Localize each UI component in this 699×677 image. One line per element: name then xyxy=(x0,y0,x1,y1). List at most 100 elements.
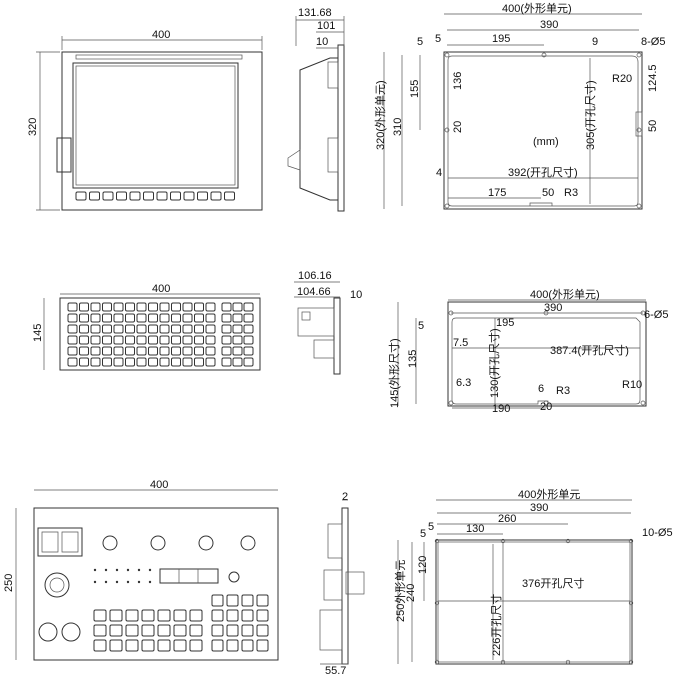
keyboard-key xyxy=(113,302,124,312)
keyboard-key xyxy=(194,346,204,356)
keyboard-key xyxy=(113,313,124,323)
lcd-cut-h155: 155 xyxy=(409,80,421,98)
lcd-cut-h124: 124.5 xyxy=(647,64,659,92)
keyboard-key xyxy=(243,357,254,367)
keyboard-key xyxy=(136,324,147,334)
operator-key xyxy=(256,594,269,607)
op-cut-d130: 130 xyxy=(466,523,484,535)
keyboard-key xyxy=(221,324,232,334)
lcd-cut-right-dim: 9 xyxy=(592,36,598,48)
indicator-dot xyxy=(137,568,141,572)
keyboard-key xyxy=(194,335,204,345)
op-cut-l5a: 5 xyxy=(420,528,426,540)
lcd-cut-left-a: 5 xyxy=(417,36,423,48)
keyboard-key xyxy=(159,357,170,367)
operator-key xyxy=(157,624,171,637)
kb-cut-h145: 145(外形尺寸) xyxy=(387,338,401,408)
lcd-cut-outer-width: 400(外形单元) xyxy=(502,2,572,15)
kb-cut-d63: 6.3 xyxy=(456,377,471,389)
keyboard-key xyxy=(159,302,170,312)
op-cut-h120: 120 xyxy=(417,556,429,574)
operator-key xyxy=(226,624,239,637)
keyboard-key xyxy=(67,324,78,334)
keyboard-key xyxy=(113,346,124,356)
keyboard-key xyxy=(148,324,158,334)
kb-cut-cut-height: 130(开孔尺寸) xyxy=(487,328,501,398)
kb-cut-cut-width: 387.4(开孔尺寸) xyxy=(550,343,629,357)
keyboard-key xyxy=(79,324,89,334)
indicator-dot xyxy=(93,568,97,572)
lcd-cut-b50: 50 xyxy=(542,187,554,199)
operator-key xyxy=(109,624,123,637)
keyboard-key xyxy=(182,302,193,312)
keyboard-key xyxy=(243,313,254,323)
keyboard-key xyxy=(159,335,170,345)
kb-cut-inner-width: 390 xyxy=(544,302,562,314)
keyboard-key xyxy=(136,302,147,312)
op-cut-h250: 250外形单元 xyxy=(394,560,407,622)
keyboard-key xyxy=(113,335,124,345)
keyboard-key xyxy=(159,346,170,356)
lcd-softkey xyxy=(102,191,114,201)
keyboard-key xyxy=(243,346,254,356)
keyboard-key xyxy=(159,313,170,323)
keyboard-key xyxy=(90,313,101,323)
keyboard-key xyxy=(125,302,135,312)
keyboard-key xyxy=(136,346,147,356)
operator-key xyxy=(226,639,239,652)
keyboard-key xyxy=(136,335,147,345)
lcd-softkey xyxy=(183,191,195,201)
keyboard-key xyxy=(148,302,158,312)
lcd-front-view: 400 320 xyxy=(27,29,263,211)
keyboard-key xyxy=(102,346,112,356)
operator-key xyxy=(109,609,123,622)
op-cut-inner-width: 390 xyxy=(530,502,548,514)
op-cut-holes: 10-Ø5 xyxy=(642,527,673,539)
keyboard-key xyxy=(125,313,135,323)
indicator-dot xyxy=(104,580,108,584)
operator-key xyxy=(189,609,203,622)
lcd-cutout-view: 400(外形单元) 390 5 5 195 9 8-Ø5 320(外形单元) 3… xyxy=(374,2,665,210)
keyboard-key xyxy=(79,302,89,312)
keyboard-key xyxy=(221,302,232,312)
keyboard-key xyxy=(221,357,232,367)
operator-key xyxy=(211,609,224,622)
lcd-softkey xyxy=(129,191,141,201)
keyboard-key xyxy=(148,313,158,323)
keyboard-key xyxy=(232,335,243,345)
keyboard-key xyxy=(205,335,216,345)
kb-cut-h135: 135 xyxy=(407,350,419,368)
indicator-dot xyxy=(93,580,97,584)
lcd-cut-unit: (mm) xyxy=(533,136,559,148)
keyboard-key xyxy=(113,357,124,367)
indicator-dot xyxy=(148,568,152,572)
op-cut-cut-width: 376开孔尺寸 xyxy=(522,576,584,590)
keyboard-key xyxy=(232,324,243,334)
lcd-cut-h136: 136 xyxy=(452,72,464,90)
lcd-softkey xyxy=(210,191,222,201)
operator-key xyxy=(125,639,139,652)
keyboard-key xyxy=(125,324,135,334)
keyboard-key xyxy=(232,357,243,367)
keyboard-key xyxy=(194,302,204,312)
keyboard-key xyxy=(221,313,232,323)
indicator-dot xyxy=(115,568,119,572)
lcd-softkey xyxy=(197,191,208,201)
kb-cut-b20: 20 xyxy=(540,401,552,413)
operator-key xyxy=(141,609,155,622)
keyboard-key xyxy=(113,324,124,334)
lcd-cut-r3: R3 xyxy=(564,187,578,199)
lcd-softkey xyxy=(75,191,87,201)
lcd-cut-h50: 50 xyxy=(647,120,659,132)
keyboard-key xyxy=(125,335,135,345)
kb-cut-r3: R3 xyxy=(556,385,570,397)
lcd-cut-h320: 320(外形单元) xyxy=(374,80,387,150)
keyboard-key xyxy=(102,302,112,312)
keyboard-key xyxy=(148,335,158,345)
lcd-front-width: 400 xyxy=(152,29,170,41)
keyboard-key xyxy=(182,324,193,334)
operator-key xyxy=(241,624,254,637)
operator-key xyxy=(93,609,107,622)
keyboard-key xyxy=(205,357,216,367)
